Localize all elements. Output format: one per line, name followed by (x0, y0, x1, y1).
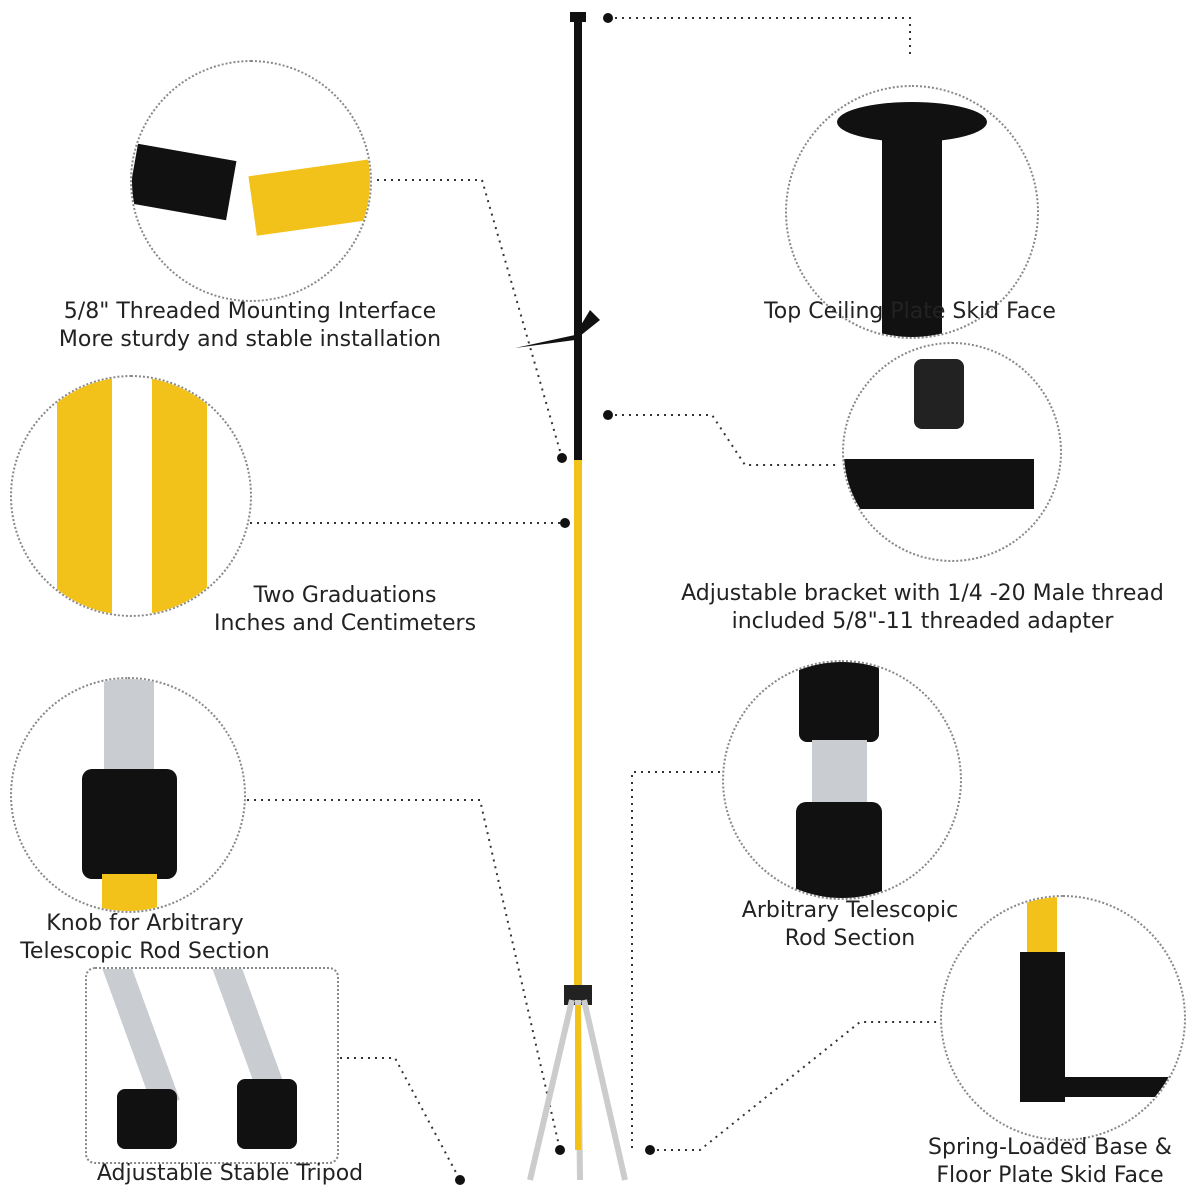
caption-line: 5/8" Threaded Mounting Interface (63, 299, 437, 324)
caption-line: Spring-Loaded Base & (928, 1135, 1172, 1160)
leader-dots (455, 13, 655, 1185)
caption-line: Knob for Arbitrary (46, 911, 244, 936)
caption-line: Floor Plate Skid Face (936, 1163, 1164, 1188)
caption-line: included 5/8"-11 threaded adapter (731, 609, 1114, 634)
ceiling-plate-photo (785, 85, 1039, 339)
bracket-photo (842, 342, 1062, 562)
leader-lines (240, 17, 945, 1181)
caption-line: Telescopic Rod Section (20, 939, 270, 964)
caption-line: Arbitrary Telescopic (741, 898, 959, 923)
caption-line: Two Graduations (253, 583, 437, 608)
threaded-interface-photo (130, 60, 372, 302)
knob-caption: Knob for Arbitrary Telescopic Rod Sectio… (0, 910, 290, 966)
caption-line: Inches and Centimeters (213, 611, 477, 636)
knob-photo (10, 677, 246, 913)
graduations-caption: Two Graduations Inches and Centimeters (170, 582, 520, 638)
caption-line: More sturdy and stable installation (58, 327, 442, 352)
threaded-interface-caption: 5/8" Threaded Mounting Interface More st… (40, 298, 460, 354)
base-photo (940, 895, 1186, 1141)
pole (515, 12, 628, 1181)
telescopic-photo (722, 660, 962, 900)
caption-line: Top Ceiling Plate Skid Face (764, 299, 1056, 324)
caption-line: Adjustable bracket with 1/4 -20 Male thr… (681, 581, 1164, 606)
tripod-photo (85, 967, 339, 1164)
tripod-caption: Adjustable Stable Tripod (70, 1160, 390, 1188)
ceiling-plate-caption: Top Ceiling Plate Skid Face (710, 298, 1110, 326)
caption-line: Rod Section (784, 926, 916, 951)
telescopic-caption: Arbitrary Telescopic Rod Section (690, 897, 1010, 953)
bracket-caption: Adjustable bracket with 1/4 -20 Male thr… (650, 580, 1195, 636)
graduations-photo (10, 375, 252, 617)
caption-line: Adjustable Stable Tripod (96, 1161, 364, 1186)
base-caption: Spring-Loaded Base & Floor Plate Skid Fa… (900, 1134, 1200, 1190)
